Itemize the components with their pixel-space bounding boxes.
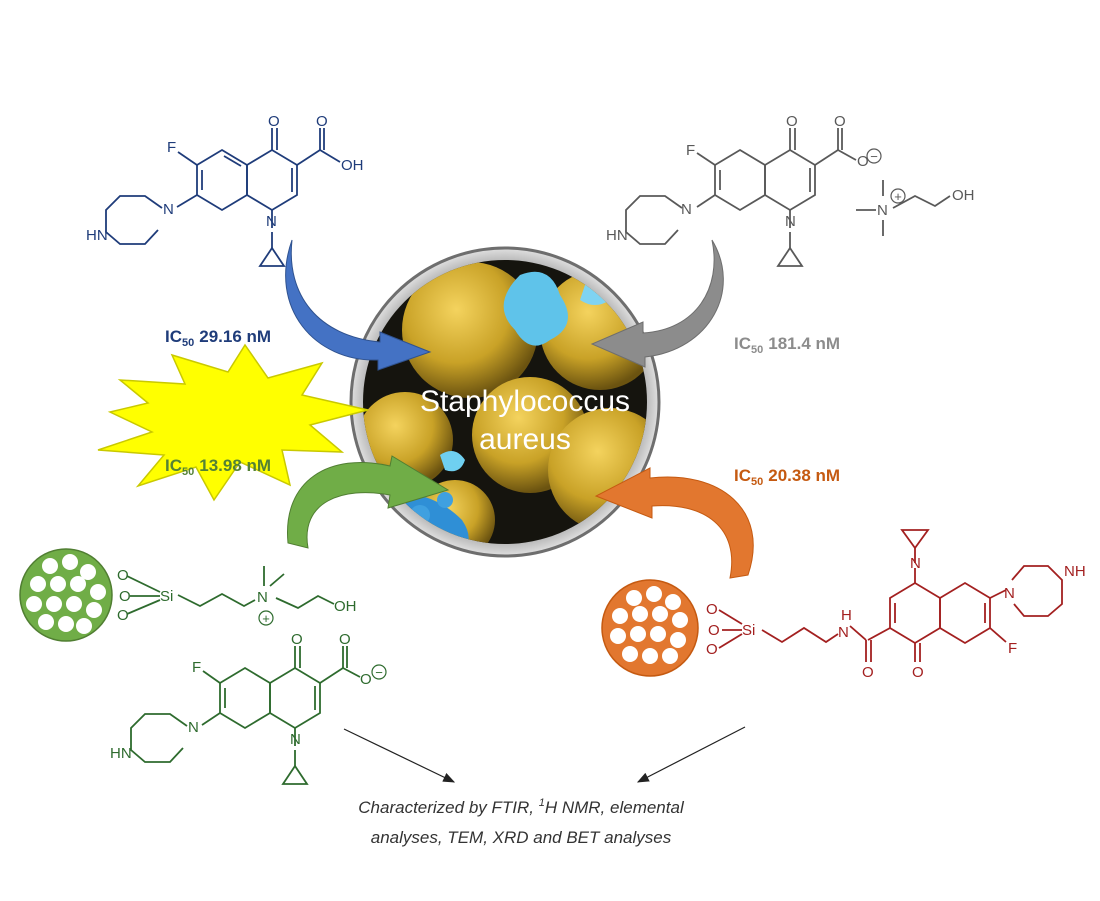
cation-charge-symbol	[890, 188, 906, 204]
minus-sign: −	[870, 149, 878, 164]
svg-text:O: O	[786, 113, 798, 130]
svg-text:F: F	[192, 659, 201, 676]
svg-text:O: O	[708, 622, 720, 639]
right-pointer-arrow	[636, 726, 746, 783]
svg-text:OH: OH	[952, 187, 975, 204]
orange-curved-arrow	[594, 467, 754, 579]
svg-text:HN: HN	[110, 745, 132, 762]
micrograph-image	[363, 260, 647, 544]
green-minus-sign: −	[375, 665, 383, 680]
svg-text:HN: HN	[606, 227, 628, 244]
svg-text:N: N	[681, 201, 692, 218]
left-pointer-arrow	[343, 728, 456, 783]
svg-text:O: O	[706, 601, 718, 618]
svg-text:N: N	[266, 213, 277, 230]
svg-text:N: N	[910, 555, 921, 572]
svg-text:N: N	[188, 719, 199, 736]
blue-curved-arrow	[285, 239, 432, 371]
highlight-burst	[97, 343, 369, 502]
petri-dish: Staphylococcus aureus	[349, 246, 661, 558]
svg-text:N: N	[290, 731, 301, 748]
svg-text:O: O	[117, 567, 129, 584]
svg-text:N: N	[1004, 585, 1015, 602]
svg-text:F: F	[1008, 640, 1017, 657]
svg-text:O: O	[862, 664, 874, 681]
green-nanoparticle	[19, 548, 113, 642]
svg-text:O: O	[339, 631, 351, 648]
choline-salt-atoms: F O O O N N HN N OH	[606, 113, 975, 244]
svg-text:O: O	[268, 113, 280, 130]
svg-text:N: N	[257, 589, 268, 606]
svg-text:NH: NH	[1064, 563, 1086, 580]
orange-nanoparticle	[601, 579, 699, 677]
gray-curved-arrow	[590, 239, 724, 368]
green-plus-sign: +	[262, 611, 270, 626]
svg-text:N: N	[877, 202, 888, 219]
organism-name-line2: aureus	[479, 423, 571, 456]
svg-text:O: O	[912, 664, 924, 681]
svg-text:OH: OH	[334, 598, 357, 615]
svg-text:F: F	[686, 142, 695, 159]
svg-text:O: O	[834, 113, 846, 130]
orange-silane-linker	[718, 529, 1063, 662]
green-anion-charge	[371, 664, 387, 680]
svg-text:F: F	[167, 139, 176, 156]
svg-text:O: O	[857, 153, 869, 170]
green-curved-arrow	[287, 455, 450, 549]
svg-text:N: N	[838, 624, 849, 641]
svg-text:Si: Si	[160, 588, 173, 605]
orange-conjugate-atoms: O O O Si N H O O N N NH F	[706, 555, 1086, 681]
caption-line1: Characterized by FTIR, 1H NMR, elemental	[358, 797, 685, 817]
svg-text:O: O	[119, 588, 131, 605]
svg-text:O: O	[117, 607, 129, 624]
plus-sign: +	[894, 189, 902, 204]
anion-charge-symbol	[866, 148, 882, 164]
svg-text:O: O	[360, 671, 372, 688]
ciprofloxacin-choline-salt-structure	[625, 128, 951, 267]
green-silane-linker	[126, 566, 335, 615]
organism-name-line1: Staphylococcus	[420, 385, 630, 418]
svg-text:N: N	[785, 213, 796, 230]
svg-text:N: N	[163, 201, 174, 218]
svg-text:H: H	[841, 607, 852, 624]
ciprofloxacin-structure	[105, 128, 341, 267]
ciprofloxacin-atoms: F O O OH N N HN	[86, 113, 364, 244]
caption-line2: analyses, TEM, XRD and BET analyses	[371, 828, 672, 847]
green-cation-symbol	[258, 610, 274, 626]
green-anion-atoms: F O O O N N HN	[110, 631, 372, 762]
green-ciprofloxacin-anion	[130, 646, 361, 785]
svg-text:O: O	[291, 631, 303, 648]
svg-text:OH: OH	[341, 157, 364, 174]
svg-text:O: O	[706, 641, 718, 658]
svg-text:Si: Si	[742, 622, 755, 639]
green-linker-atoms: O O O Si N OH	[117, 567, 357, 624]
svg-text:O: O	[316, 113, 328, 130]
svg-text:HN: HN	[86, 227, 108, 244]
